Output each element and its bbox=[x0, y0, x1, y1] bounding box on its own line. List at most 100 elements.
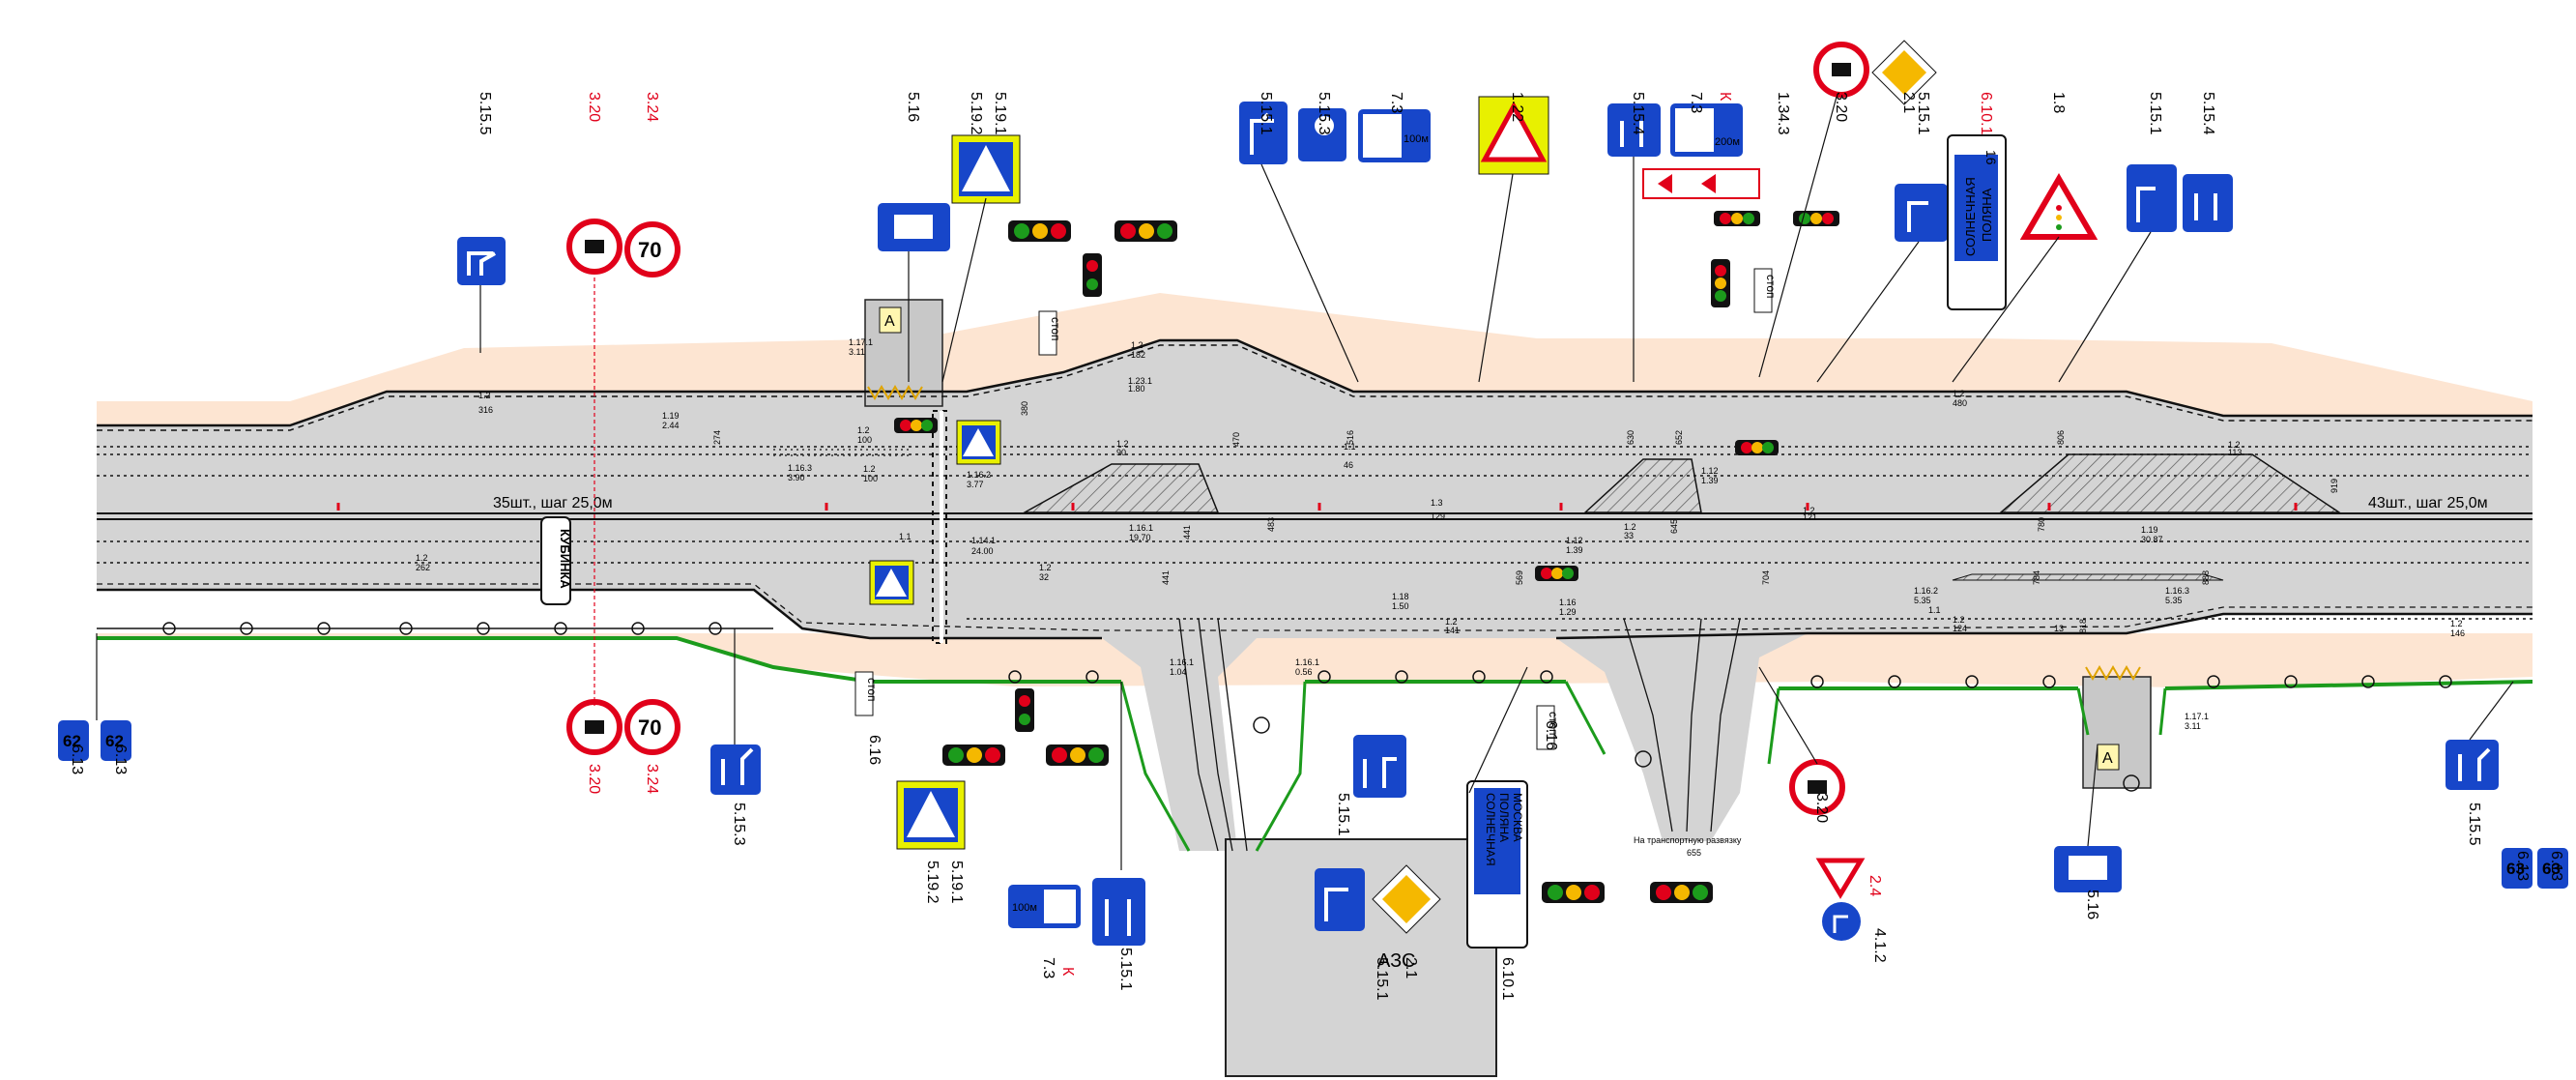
marking-label-45: 1.16.1 bbox=[1170, 657, 1194, 667]
sign-3.20-top-left bbox=[566, 219, 622, 275]
marking-label-35: 262 bbox=[416, 563, 430, 572]
marking-label-33: 113 bbox=[2228, 448, 2242, 457]
stake-label-13: 888 bbox=[2201, 570, 2211, 585]
sign-6.10.1-top: СОЛНЕЧНАЯ ПОЛЯНА 16 bbox=[1947, 134, 2007, 310]
sign-code-bottom-0: 6.13 bbox=[69, 744, 85, 774]
marking-label-20: 1.1 bbox=[1344, 442, 1356, 452]
sign-code-top-6: 5.15.1 bbox=[1258, 92, 1274, 135]
marking-label-4: 1.19 bbox=[662, 411, 680, 421]
sign-2.4 bbox=[1815, 858, 1866, 899]
stake-label-15: 569 bbox=[1515, 570, 1524, 585]
marking-label-13: 3.77 bbox=[967, 480, 984, 489]
stake-label-0: 274 bbox=[712, 430, 722, 445]
marking-label-60: 24.00 bbox=[971, 546, 994, 556]
sign-code-bottom-8: 7.3 bbox=[1040, 957, 1056, 978]
marking-label-59: 1.14.1 bbox=[971, 536, 996, 545]
sign-code-bottom-5: 6.16 bbox=[866, 735, 883, 765]
route-63-right: 63 63 bbox=[2502, 848, 2568, 889]
svg-text:А: А bbox=[2102, 750, 2113, 767]
sign-1.34.3 bbox=[1642, 168, 1760, 199]
marking-label-28: 1.2 bbox=[1803, 506, 1815, 515]
marking-label-37: 1.2 bbox=[1039, 563, 1052, 572]
marking-label-49: 1.17.1 bbox=[2185, 712, 2209, 721]
hatched-island-1 bbox=[1022, 463, 1220, 513]
marking-label-3: 3.11 bbox=[849, 347, 865, 357]
sign-7.3-bottom: 100м bbox=[1008, 885, 1081, 928]
sign-code-top-18: 1.8 bbox=[2050, 92, 2067, 113]
bus-stop-bottom: А bbox=[2097, 744, 2120, 771]
marking-label-19: 90 bbox=[1116, 448, 1126, 457]
sign-5.19-mid-left bbox=[869, 560, 914, 605]
marking-label-64: 30.87 bbox=[2141, 535, 2163, 544]
marking-label-48: 0.56 bbox=[1295, 667, 1313, 677]
stake-label-7: 441 bbox=[1182, 525, 1192, 540]
warning-sign-1.8 bbox=[2019, 173, 2098, 240]
sign-7.3-top-2: 200м bbox=[1670, 103, 1743, 157]
sign-5.19-bottom bbox=[896, 780, 966, 850]
bus-zigzag-top bbox=[867, 385, 923, 400]
svg-text:стоп: стоп bbox=[1547, 712, 1560, 736]
marking-label-36: 1.1 bbox=[899, 532, 912, 541]
marking-label-24: 1.2 bbox=[1624, 522, 1636, 532]
sign-code-bottom-13: 2.1 bbox=[1403, 957, 1419, 978]
stake-label-9: 645 bbox=[1669, 519, 1679, 534]
sign-code-bottom-16: 3.20 bbox=[1813, 793, 1830, 823]
sign-5.19-mid-top bbox=[956, 420, 1001, 465]
sign-code-bottom-9: К bbox=[1059, 967, 1076, 977]
marking-label-17: 1.80 bbox=[1128, 384, 1145, 394]
kubinka-sign: КУБИНКА bbox=[540, 516, 572, 605]
stake-label-3: 630 bbox=[1626, 430, 1635, 445]
marking-label-34: 1.2 bbox=[416, 553, 428, 563]
svg-text:100м: 100м bbox=[1012, 902, 1037, 914]
sign-code-bottom-3: 3.24 bbox=[644, 764, 660, 794]
sign-code-bottom-19: 5.16 bbox=[2084, 890, 2100, 919]
svg-text:СОЛНЕЧНАЯ: СОЛНЕЧНАЯ bbox=[1484, 793, 1497, 865]
svg-text:КУБИНКА: КУБИНКА bbox=[558, 529, 572, 589]
marking-label-54: 5.35 bbox=[2165, 596, 2183, 605]
sign-code-top-12: К bbox=[1717, 92, 1733, 102]
sign-6.10.1-bottom: СОЛНЕЧНАЯ ПОЛЯНА МОСКВА bbox=[1466, 780, 1528, 949]
sign-code-top-17: 6.10.1 bbox=[1978, 92, 1994, 135]
lane-sign-5.15.1-top-3 bbox=[2127, 164, 2177, 232]
ramp-lines bbox=[1178, 618, 1741, 852]
svg-text:ПОЛЯНА: ПОЛЯНА bbox=[1980, 188, 1994, 242]
sign-code-top-10: 5.15.4 bbox=[1630, 92, 1646, 135]
marking-label-46: 1.04 bbox=[1170, 667, 1187, 677]
lane-sign-5.15.1-bottom-2 bbox=[1353, 735, 1406, 798]
lane-sign-5.15.5-top bbox=[457, 237, 506, 285]
sign-code-top-16: 5.15.1 bbox=[1915, 92, 1931, 135]
marking-label-25: 33 bbox=[1624, 531, 1634, 540]
stake-label-2: 516 bbox=[1346, 430, 1355, 445]
svg-text:62: 62 bbox=[63, 732, 81, 750]
svg-text:стоп: стоп bbox=[1764, 275, 1778, 299]
svg-text:62: 62 bbox=[105, 732, 124, 750]
marking-label-38: 32 bbox=[1039, 572, 1049, 582]
sign-code-top-9: 1.22 bbox=[1509, 92, 1525, 122]
svg-text:63: 63 bbox=[2542, 860, 2561, 878]
sign-code-bottom-17: 2.4 bbox=[1867, 875, 1883, 896]
sign-code-bottom-2: 3.20 bbox=[586, 764, 602, 794]
stop-box-4: стоп bbox=[1536, 705, 1560, 750]
lane-sign-5.15.1-bottom-1 bbox=[1092, 878, 1145, 946]
bus-zigzag-bottom bbox=[2085, 665, 2141, 681]
lighting-row-bottom bbox=[97, 622, 2452, 792]
sign-2.1-bottom bbox=[1372, 864, 1441, 934]
transport-junction-label: На транспортную развязку bbox=[1634, 835, 1742, 845]
marking-label-30: 1.2 bbox=[1953, 389, 1965, 398]
sign-code-bottom-15: 6.16 bbox=[1543, 720, 1559, 750]
sign-5.16-top bbox=[878, 203, 950, 251]
lane-sign-5.15.5-bottom bbox=[2446, 740, 2499, 790]
road-surface bbox=[97, 340, 2533, 851]
marking-label-14: 1.2 bbox=[1131, 340, 1143, 350]
marking-label-43: 1.2 bbox=[2450, 619, 2463, 628]
marking-label-26: 1.12 bbox=[1701, 466, 1719, 476]
marking-label-1: 316 bbox=[478, 405, 493, 415]
marking-label-53: 1.16.3 bbox=[2165, 586, 2189, 596]
sign-code-bottom-12: 5.15.1 bbox=[1335, 793, 1351, 836]
svg-text:стоп: стоп bbox=[1049, 317, 1062, 341]
zebra-mid bbox=[940, 411, 943, 643]
lane-sign-5.15.4-top bbox=[1607, 103, 1661, 157]
warning-sign-1.22 bbox=[1478, 96, 1549, 175]
marking-label-11: 100 bbox=[863, 474, 878, 483]
